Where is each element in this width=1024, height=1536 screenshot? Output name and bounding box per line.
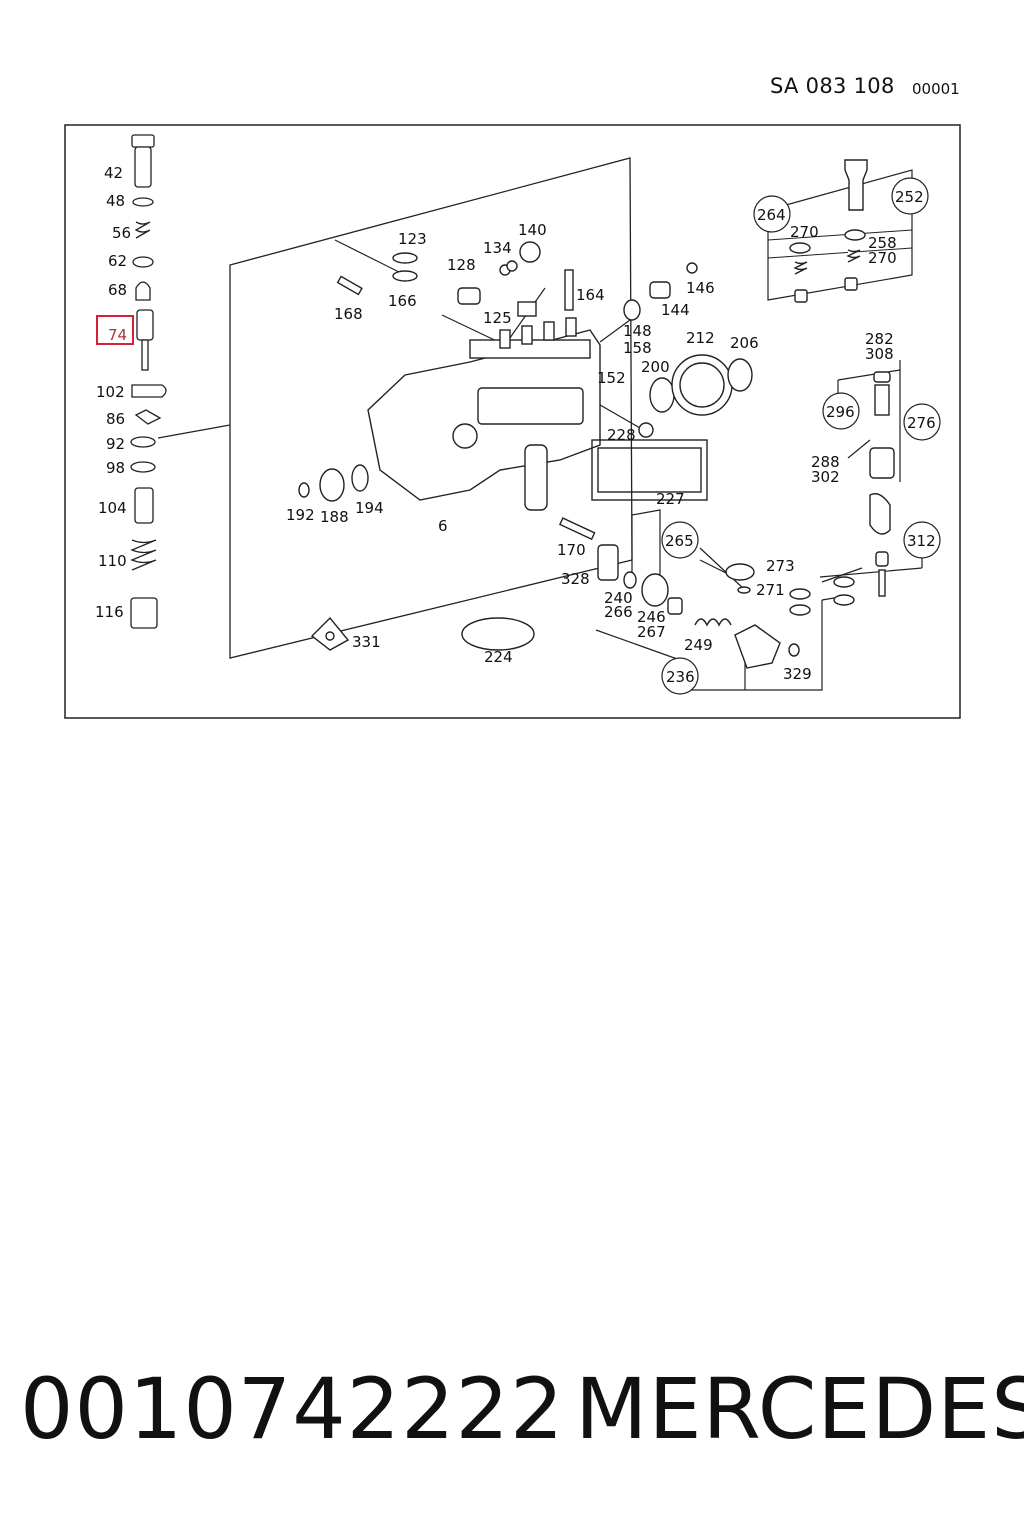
- label-276: 276: [907, 414, 936, 432]
- label-266: 266: [604, 603, 633, 621]
- label-267: 267: [637, 623, 666, 641]
- label-270b: 270: [868, 249, 897, 267]
- label-288: 288: [811, 453, 840, 471]
- diagram-frame: [64, 124, 961, 719]
- label-56: 56: [112, 224, 131, 242]
- label-240: 240: [604, 589, 633, 607]
- label-273: 273: [766, 557, 795, 575]
- label-265: 265: [665, 532, 694, 550]
- left-parts-column: [130, 134, 167, 629]
- label-42: 42: [104, 164, 123, 182]
- label-228: 228: [607, 426, 636, 444]
- sheet-code: SA 083 108: [770, 74, 895, 98]
- circled-callouts: [661, 177, 941, 695]
- label-270a: 270: [790, 223, 819, 241]
- label-104: 104: [98, 499, 127, 517]
- label-192: 192: [286, 506, 315, 524]
- label-258: 258: [868, 234, 897, 252]
- label-331: 331: [352, 633, 381, 651]
- label-125: 125: [483, 309, 512, 327]
- label-194: 194: [355, 499, 384, 517]
- label-110: 110: [98, 552, 127, 570]
- label-102: 102: [96, 383, 125, 401]
- label-200: 200: [641, 358, 670, 376]
- label-128: 128: [447, 256, 476, 274]
- sheet-number: 00001: [912, 80, 960, 98]
- label-62: 62: [108, 252, 127, 270]
- label-236: 236: [666, 668, 695, 686]
- label-123: 123: [398, 230, 427, 248]
- label-144: 144: [661, 301, 690, 319]
- label-158: 158: [623, 339, 652, 357]
- part-labels: 42 48 56 62 68 74 102 86 92 98 104 110 1…: [95, 164, 936, 686]
- highlight-box-74: [96, 315, 134, 345]
- header: SA 083 108 00001: [0, 0, 1024, 110]
- label-249: 249: [684, 636, 713, 654]
- pump-body: [298, 159, 895, 669]
- label-68: 68: [108, 281, 127, 299]
- label-148: 148: [623, 322, 652, 340]
- label-146: 146: [686, 279, 715, 297]
- label-116: 116: [95, 603, 124, 621]
- label-134: 134: [483, 239, 512, 257]
- footer-brand: MERCEDES: [575, 1360, 1024, 1458]
- label-224: 224: [484, 648, 513, 666]
- label-296: 296: [826, 403, 855, 421]
- label-302: 302: [811, 468, 840, 486]
- label-74: 74: [108, 326, 127, 344]
- label-98: 98: [106, 459, 125, 477]
- label-282: 282: [865, 330, 894, 348]
- label-166: 166: [388, 292, 417, 310]
- label-312: 312: [907, 532, 936, 550]
- label-188: 188: [320, 508, 349, 526]
- label-140: 140: [518, 221, 547, 239]
- label-328: 328: [561, 570, 590, 588]
- label-48: 48: [106, 192, 125, 210]
- label-329: 329: [783, 665, 812, 683]
- label-6: 6: [438, 517, 448, 535]
- label-264: 264: [757, 206, 786, 224]
- label-227: 227: [656, 490, 685, 508]
- footer-part-number: 0010742222: [20, 1360, 565, 1458]
- label-92: 92: [106, 435, 125, 453]
- label-86: 86: [106, 410, 125, 428]
- label-308: 308: [865, 345, 894, 363]
- label-170: 170: [557, 541, 586, 559]
- label-206: 206: [730, 334, 759, 352]
- bracket-264: [767, 169, 913, 301]
- label-152: 152: [597, 369, 626, 387]
- label-246: 246: [637, 608, 666, 626]
- label-168: 168: [334, 305, 363, 323]
- label-212: 212: [686, 329, 715, 347]
- label-164: 164: [576, 286, 605, 304]
- label-271: 271: [756, 581, 785, 599]
- label-252: 252: [895, 188, 924, 206]
- exploded-parts-diagram: 42 48 56 62 68 74 102 86 92 98 104 110 1…: [64, 124, 961, 719]
